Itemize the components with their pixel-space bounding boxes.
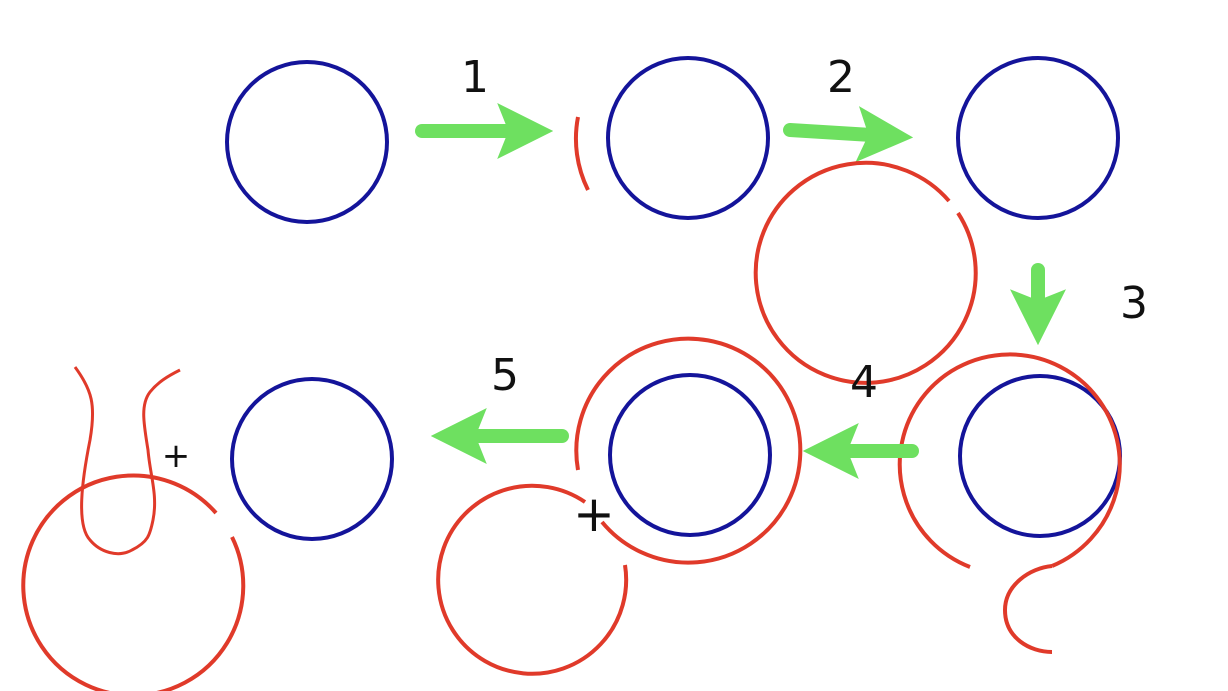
stage5-new-strand [574, 336, 803, 565]
stage2-primer-strand [573, 116, 590, 191]
step-label-3: 3 [1120, 278, 1148, 329]
stage3-new-strand [753, 160, 978, 385]
stage4-template-circle [958, 374, 1122, 538]
stage4-displaced-tail [1002, 564, 1053, 654]
stage5-released-circle [436, 483, 629, 676]
stage3-template-circle [956, 56, 1120, 220]
plus-sign-left: + [162, 436, 191, 476]
stage4-new-strand [897, 352, 1122, 569]
stage5-template-circle [608, 373, 772, 537]
step-label-1: 1 [461, 52, 489, 103]
plus-sign-middle: + [573, 485, 615, 543]
step-arrow-2 [783, 106, 914, 163]
step-label-2: 2 [827, 52, 855, 103]
stage6-template-circle [230, 377, 394, 541]
stage2-template-circle [606, 56, 770, 220]
step-label-4: 4 [850, 357, 878, 408]
step-label-5: 5 [491, 350, 519, 401]
linear-strand [73, 366, 181, 556]
stage1-template-circle [225, 60, 389, 224]
stage6-new-strand [21, 473, 246, 691]
